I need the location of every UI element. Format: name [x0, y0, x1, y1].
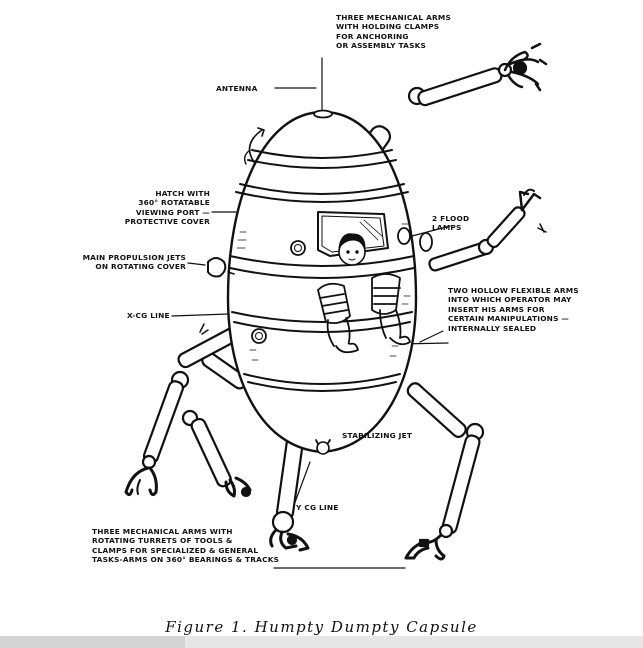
leader-lines	[171, 57, 451, 569]
label-bottom-arms: THREE MECHANICAL ARMS WITH ROTATING TURR…	[92, 527, 280, 565]
label-top-arms: THREE MECHANICAL ARMS WITH HOLDING CLAMP…	[336, 13, 451, 51]
label-y-cg-line: Y CG LINE	[296, 503, 339, 512]
right-leg	[404, 382, 485, 561]
label-hollow-arms: TWO HOLLOW FLEXIBLE ARMS INTO WHICH OPER…	[448, 286, 579, 333]
label-flood-lamps: 2 FLOOD LAMPS	[432, 214, 470, 233]
label-hatch: HATCH WITH 360° ROTATABLE VIEWING PORT —…	[124, 189, 210, 227]
label-stabilizing-jet: STABILIZING JET	[342, 431, 413, 440]
left-leg	[124, 323, 241, 497]
label-propulsion: MAIN PROPULSION JETS ON ROTATING COVER	[82, 253, 186, 272]
label-x-cg-line: X-CG LINE	[127, 311, 170, 320]
capsule-body	[207, 109, 433, 454]
label-antenna: ANTENNA	[216, 84, 258, 93]
bottom-strip-dark	[0, 636, 185, 648]
right-arm	[428, 188, 547, 272]
figure-caption: Figure 1. Humpty Dumpty Capsule	[165, 618, 478, 636]
